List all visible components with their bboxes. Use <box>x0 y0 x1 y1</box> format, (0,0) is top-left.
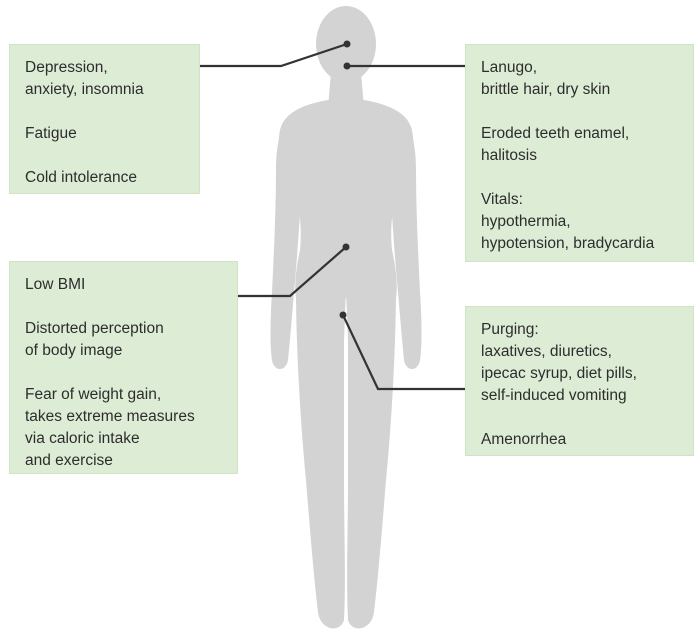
callout-text: Distorted perception of body image <box>25 318 223 362</box>
callout-text: Lanugo, brittle hair, dry skin <box>481 57 679 101</box>
dot-head-upper <box>344 41 351 48</box>
silhouette-shape <box>271 6 422 628</box>
callout-box-purging: Purging: laxatives, diuretics, ipecac sy… <box>465 306 694 456</box>
callout-box-psychological: Depression, anxiety, insomnia Fatigue Co… <box>9 44 200 194</box>
dot-abdomen <box>343 244 350 251</box>
callout-text: Vitals: hypothermia, hypotension, bradyc… <box>481 189 679 255</box>
callout-box-body-image: Low BMI Distorted perception of body ima… <box>9 261 238 474</box>
dot-pelvis <box>340 312 347 319</box>
callout-text: Low BMI <box>25 274 223 296</box>
callout-text: Eroded teeth enamel, halitosis <box>481 123 679 167</box>
dot-head-lower <box>344 63 351 70</box>
callout-text: Amenorrhea <box>481 429 679 451</box>
callout-text: Cold intolerance <box>25 167 185 189</box>
callout-text: Fatigue <box>25 123 185 145</box>
callout-text: Depression, anxiety, insomnia <box>25 57 185 101</box>
callout-box-physical-signs: Lanugo, brittle hair, dry skin Eroded te… <box>465 44 694 262</box>
callout-text: Purging: laxatives, diuretics, ipecac sy… <box>481 319 679 407</box>
callout-text: Fear of weight gain, takes extreme measu… <box>25 384 223 472</box>
